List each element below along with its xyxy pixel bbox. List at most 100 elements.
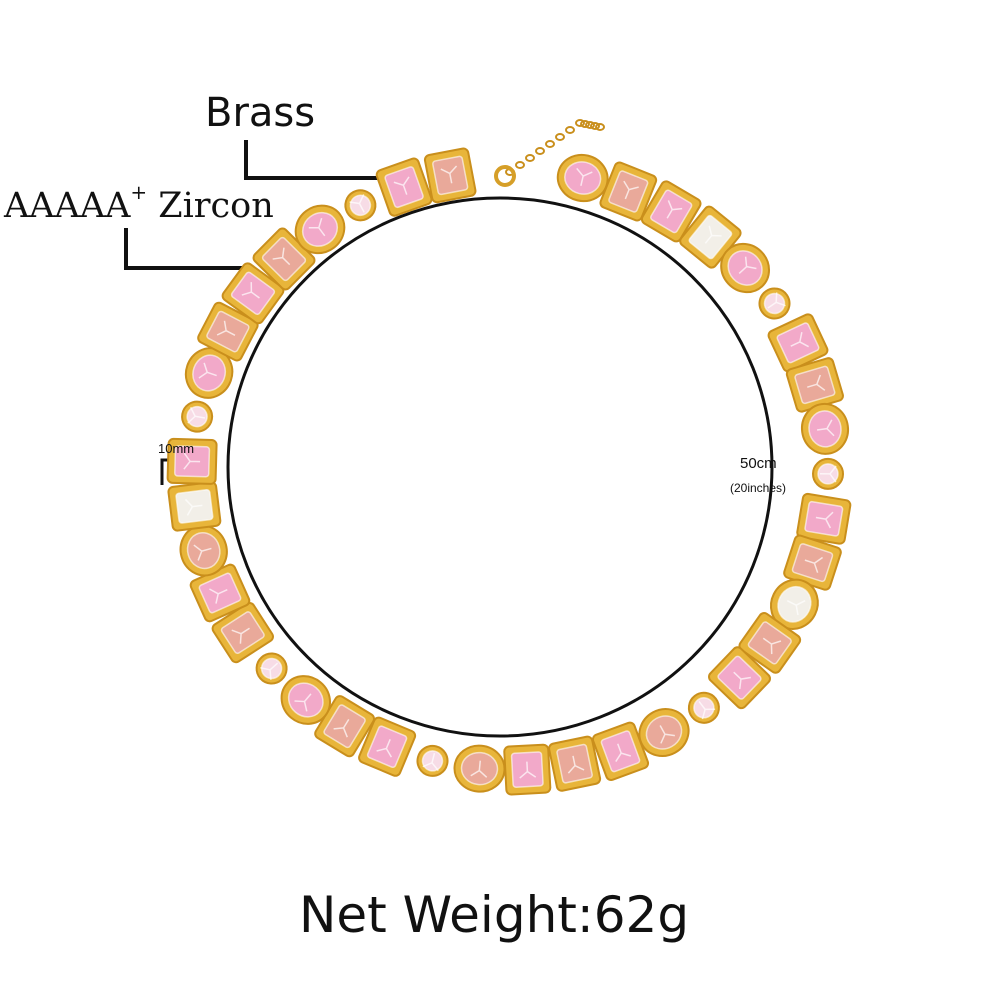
stone-link: [708, 646, 771, 710]
stone-facet: [422, 752, 439, 772]
stone-link: [189, 563, 251, 623]
stone-link: [812, 457, 844, 490]
stone-link: [423, 147, 477, 204]
chain-link: [580, 120, 590, 128]
chain-link: [525, 154, 535, 162]
stone-facet: [519, 761, 537, 779]
net-weight-label: Net Weight:62g: [299, 886, 690, 944]
stone-facet: [807, 374, 826, 391]
chain-link: [515, 161, 525, 169]
stone-link: [184, 347, 234, 399]
stone-facet: [698, 701, 716, 720]
stone-width-label: 10mm: [158, 441, 195, 456]
extender-chain: [505, 119, 605, 176]
stone-link: [767, 313, 829, 373]
stone-facet: [576, 167, 593, 186]
brass-leader-line: [244, 140, 422, 180]
stone-facet: [666, 200, 683, 219]
length-inches-label: (20inches): [730, 481, 787, 495]
stone-facet: [333, 718, 350, 738]
stone-facet: [567, 755, 585, 774]
chain-link: [535, 147, 545, 155]
chain-link: [585, 121, 595, 129]
chain-link: [565, 126, 575, 134]
stone-link: [720, 242, 771, 294]
stone-facet: [376, 739, 393, 758]
stone-link: [294, 204, 346, 255]
stone-link: [769, 578, 819, 630]
chain-link: [595, 123, 605, 131]
stone-facet: [183, 452, 201, 470]
stone-link: [375, 157, 433, 217]
stone-facet: [198, 362, 217, 379]
stone-facet: [659, 725, 675, 744]
stone-label: AAAAA+ Zircon: [4, 180, 274, 226]
length-label: 50cm: [740, 455, 777, 472]
stone-facet: [216, 320, 236, 336]
stone-link: [167, 481, 222, 532]
stone-link: [314, 695, 375, 758]
stone-link: [179, 524, 228, 577]
stone-link: [738, 612, 802, 674]
stone-links: [166, 147, 852, 796]
stone-facet: [393, 176, 410, 195]
stone-link: [221, 262, 285, 325]
stone-facet: [209, 588, 228, 604]
length-circle: [226, 196, 774, 738]
stone-link: [599, 161, 658, 222]
stone-link: [344, 189, 377, 222]
chain-link: [575, 119, 585, 127]
stone-facet: [272, 247, 291, 266]
lobster-clasp: [494, 165, 516, 187]
stone-facet: [241, 282, 260, 299]
stone-facet: [231, 627, 250, 644]
zircon-leader-line: [124, 228, 250, 270]
stone-link: [255, 652, 288, 685]
stone-facet: [815, 511, 834, 529]
stone-link: [758, 287, 791, 320]
stone-link: [358, 716, 417, 777]
stone-link: [548, 735, 602, 792]
stone-link: [181, 400, 214, 433]
stone-link: [785, 357, 844, 413]
stone-facet: [294, 693, 312, 712]
stone-link: [796, 492, 852, 545]
stone-facet: [733, 671, 751, 690]
stone-facet: [767, 292, 786, 309]
stone-link: [166, 437, 218, 485]
stone-link: [800, 402, 850, 455]
stone-link: [591, 721, 650, 782]
stone-link: [197, 301, 259, 362]
stone-facet: [260, 662, 279, 680]
stone-facet: [790, 332, 809, 348]
stone-type: Zircon: [158, 186, 274, 226]
stone-facet: [193, 544, 212, 561]
stone-facet: [470, 760, 488, 778]
stone-facet: [440, 165, 458, 184]
stone-facet: [738, 256, 757, 274]
stone-link: [503, 743, 552, 796]
chain-link: [590, 122, 600, 130]
stone-link: [687, 691, 720, 724]
stone-facet: [623, 180, 639, 200]
stone-link: [211, 602, 274, 664]
stone-grade-plus: +: [130, 180, 148, 204]
stone-link: [638, 708, 690, 757]
stone-facet: [615, 743, 631, 762]
stone-link: [453, 744, 506, 793]
chain-link: [555, 133, 565, 141]
stone-link: [280, 675, 331, 725]
stone-facet: [819, 465, 837, 483]
stone-facet: [187, 406, 206, 424]
stone-facet: [184, 498, 203, 516]
stone-facet: [762, 637, 782, 655]
stone-facet: [804, 556, 824, 573]
stone-facet: [816, 419, 835, 437]
stone-facet: [349, 194, 365, 213]
stone-facet: [786, 600, 806, 616]
material-label: Brass: [205, 90, 316, 136]
stone-grade: AAAAA: [4, 186, 131, 226]
chain-link: [545, 140, 555, 148]
